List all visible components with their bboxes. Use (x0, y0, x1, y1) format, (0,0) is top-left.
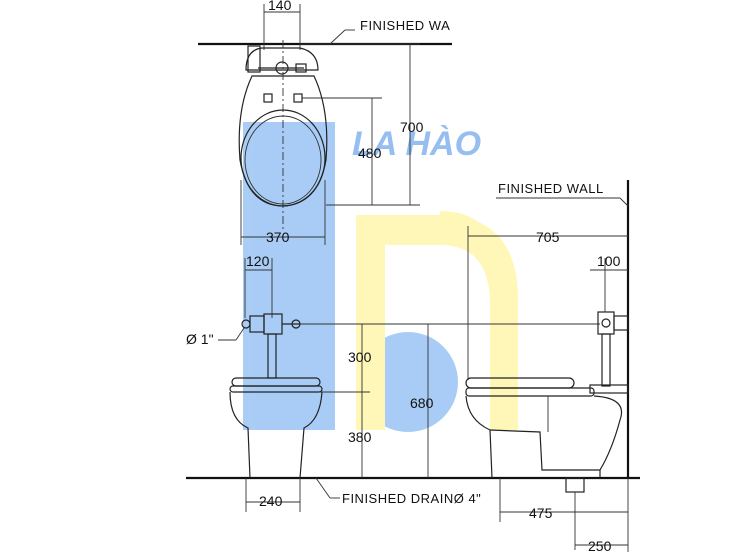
dim-240: 240 (259, 493, 283, 509)
label-finished-drain: FINISHED DRAINØ 4" (342, 491, 481, 506)
dim-380: 380 (348, 429, 372, 445)
label-finished-wall-top: FINISHED WA (360, 18, 450, 33)
watermark-text: LA HÀO (352, 125, 481, 163)
dim-100: 100 (597, 253, 621, 269)
dim-700: 700 (400, 119, 424, 135)
dim-475: 475 (529, 505, 553, 521)
dim-370: 370 (266, 229, 290, 245)
dim-705: 705 (536, 229, 560, 245)
dim-120: 120 (246, 253, 270, 269)
dim-250: 250 (588, 538, 612, 554)
dim-480: 480 (358, 145, 382, 161)
label-finished-wall-side: FINISHED WALL (498, 181, 604, 196)
watermark-blue-bar (243, 122, 335, 430)
front-view: 120 Ø 1" 300 380 680 240 (186, 253, 640, 512)
dim-300: 300 (348, 349, 372, 365)
label-pipe-diameter: Ø 1" (186, 331, 214, 347)
dim-140: 140 (268, 0, 292, 13)
watermark-yellow-arch-2 (439, 211, 504, 430)
dim-680: 680 (410, 395, 434, 411)
side-view: FINISHED WALL 705 100 475 250 (465, 180, 630, 554)
top-view: FINISHED WA 140 700 480 370 (198, 0, 452, 245)
